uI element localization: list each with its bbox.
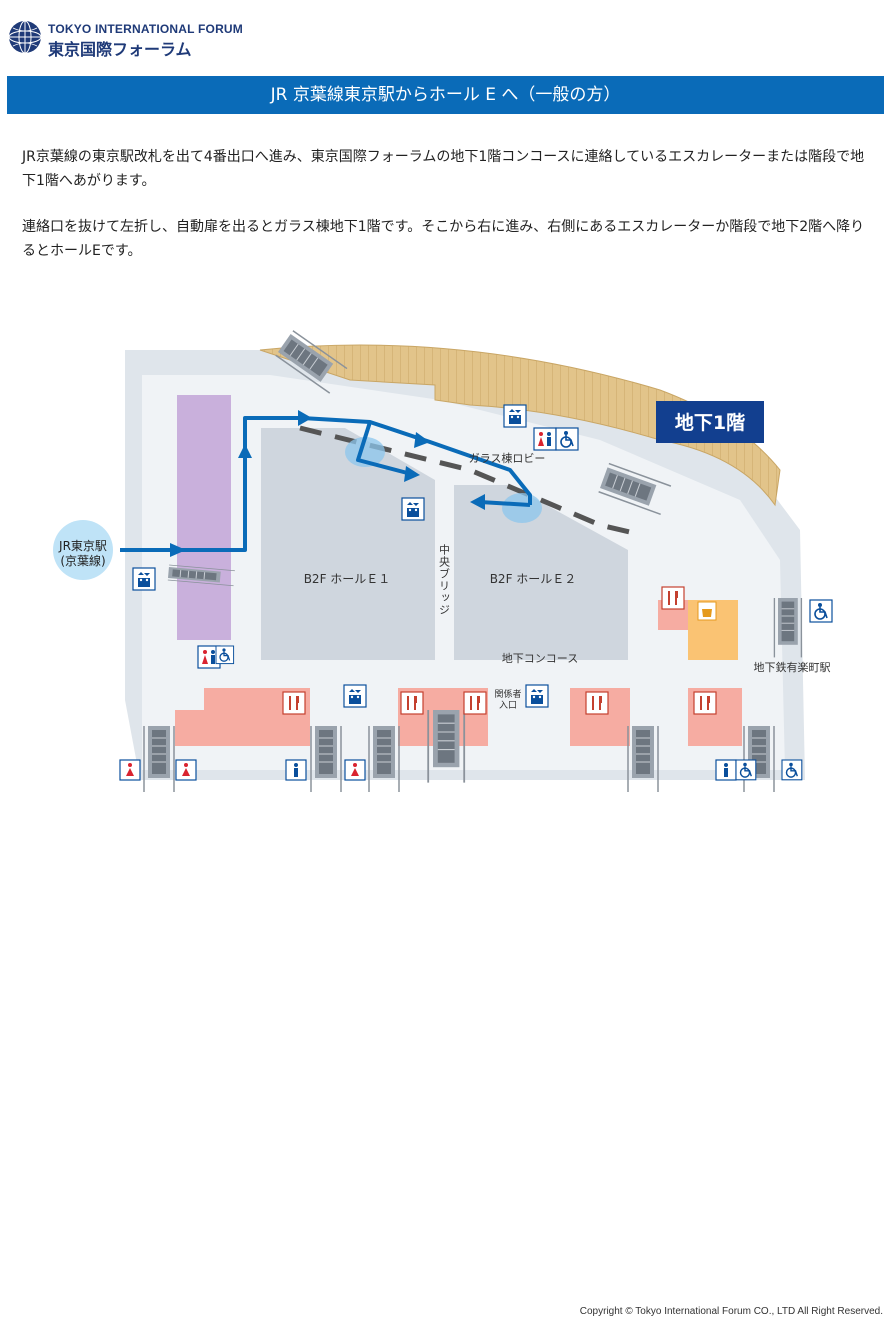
restaurant-icon — [400, 691, 424, 715]
elevator-icon — [132, 567, 156, 591]
jr-station-bubble — [53, 520, 113, 580]
man-toilet-icon — [715, 759, 737, 781]
accessible-elevator-icon — [809, 599, 833, 623]
logo-japanese: 東京国際フォーラム — [48, 40, 192, 59]
elevator-icon — [401, 497, 425, 521]
accessible-toilet-icon — [735, 759, 757, 781]
elevator-icon — [343, 684, 367, 708]
woman-toilet-icon — [175, 759, 197, 781]
hall-e1 — [261, 428, 435, 660]
logo-english: TOKYO INTERNATIONAL FORUM — [48, 22, 243, 36]
escalator-bottom-2 — [310, 725, 342, 793]
toilet-icon — [533, 427, 557, 451]
escalator-bottom-1 — [143, 725, 175, 793]
floor-map: 地下1階 JR東京駅 (京葉線) ガラス棟ロビー B2F ホールＥ１ B2F ホ… — [53, 330, 833, 793]
floor-badge — [656, 401, 764, 443]
woman-toilet-icon — [119, 759, 141, 781]
restaurant-icon — [693, 691, 717, 715]
site-header: TOKYO INTERNATIONAL FORUM 東京国際フォーラム — [8, 20, 408, 60]
glass-lobby-label: ガラス棟ロビー — [469, 451, 546, 465]
central-bridge-label: 中央ブリッジ — [438, 544, 451, 616]
man-toilet-icon — [285, 759, 307, 781]
globe-logo-icon — [8, 20, 42, 54]
shop-icon — [697, 601, 717, 621]
accessible-toilet-icon — [555, 427, 579, 451]
elevator-icon — [525, 684, 549, 708]
jr-station-label: JR東京駅 — [58, 539, 107, 553]
escalator-bottom-5 — [627, 725, 659, 793]
jr-line-label: (京葉線) — [60, 553, 105, 568]
hall-e2-label: B2F ホールＥ２ — [490, 572, 577, 586]
page-title: JR 京葉線東京駅からホール E へ（一般の方） — [7, 76, 884, 114]
escalator-bottom-6 — [743, 725, 775, 793]
restaurant-icon — [661, 586, 685, 610]
restaurant-icon — [585, 691, 609, 715]
hall-e1-label: B2F ホールＥ１ — [304, 572, 391, 586]
escalator-bottom-3 — [368, 725, 400, 793]
copyright: Copyright © Tokyo International Forum CO… — [579, 1306, 883, 1317]
yurakucho-station-label: 地下鉄有楽町駅 — [754, 660, 831, 674]
accessible-toilet-icon — [215, 645, 235, 665]
jr-connection-area — [177, 395, 231, 640]
elevator-icon — [503, 404, 527, 428]
woman-toilet-icon — [344, 759, 366, 781]
staff-entrance-label-2: 入口 — [499, 700, 517, 711]
restaurant-icon — [282, 691, 306, 715]
staff-entrance-label: 関係者 — [494, 689, 521, 700]
restaurant-icon — [463, 691, 487, 715]
directions-paragraph-2: 連絡口を抜けて左折し、自動扉を出るとガラス棟地下1階です。そこから右に進み、右側… — [22, 219, 865, 259]
concourse-label: 地下コンコース — [502, 652, 578, 665]
floor-badge-label: 地下1階 — [675, 411, 745, 434]
hall-e2 — [454, 485, 628, 660]
directions-paragraph-1: JR京葉線の東京駅改札を出て4番出口へ進み、東京国際フォーラムの地下1階コンコー… — [22, 149, 865, 189]
accessible-toilet-icon — [781, 759, 803, 781]
